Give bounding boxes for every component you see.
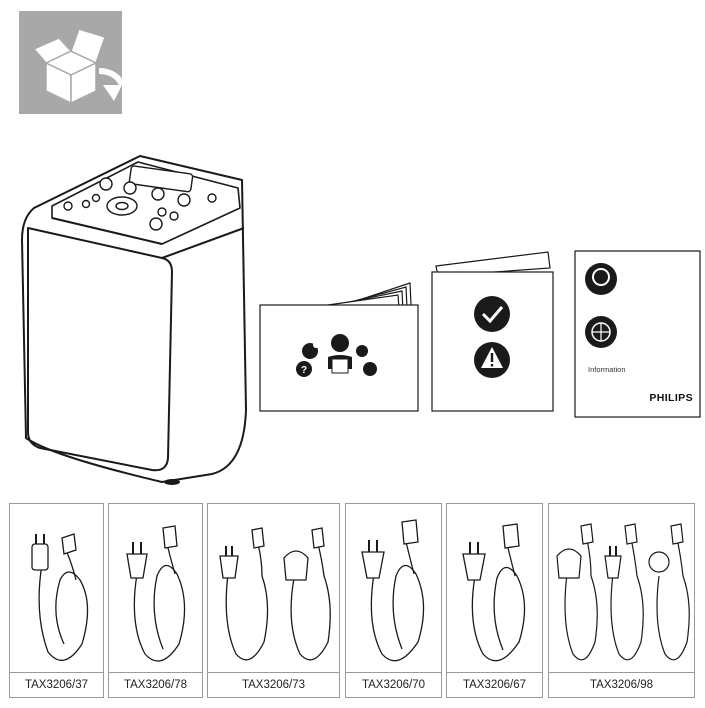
cable-model-label: TAX3206/67: [447, 672, 542, 697]
unbox-icon: [19, 11, 122, 114]
power-cable-panel-70: TAX3206/70: [345, 503, 442, 698]
quick-start-guide-icon: ?: [258, 273, 420, 413]
safety-leaflet-icon: [430, 246, 555, 413]
information-leaflet-icon: Information PHILIPS: [574, 250, 701, 418]
party-speaker-illustration: [12, 148, 252, 488]
svg-text:?: ?: [301, 365, 307, 376]
power-cable-panel-73: TAX3206/73: [207, 503, 340, 698]
power-cable-panel-67: TAX3206/67: [446, 503, 543, 698]
cable-model-label: TAX3206/78: [109, 672, 202, 697]
power-cable-panel-78: TAX3206/78: [108, 503, 203, 698]
information-label: Information: [588, 365, 626, 374]
cable-model-label: TAX3206/70: [346, 672, 441, 697]
cable-model-label: TAX3206/73: [208, 672, 339, 697]
cable-model-label: TAX3206/37: [10, 672, 103, 697]
cable-model-label: TAX3206/98: [549, 672, 694, 697]
power-cable-panel-98: TAX3206/98: [548, 503, 695, 698]
power-cable-panel-37: TAX3206/37: [9, 503, 104, 698]
brand-logo: PHILIPS: [649, 392, 693, 404]
